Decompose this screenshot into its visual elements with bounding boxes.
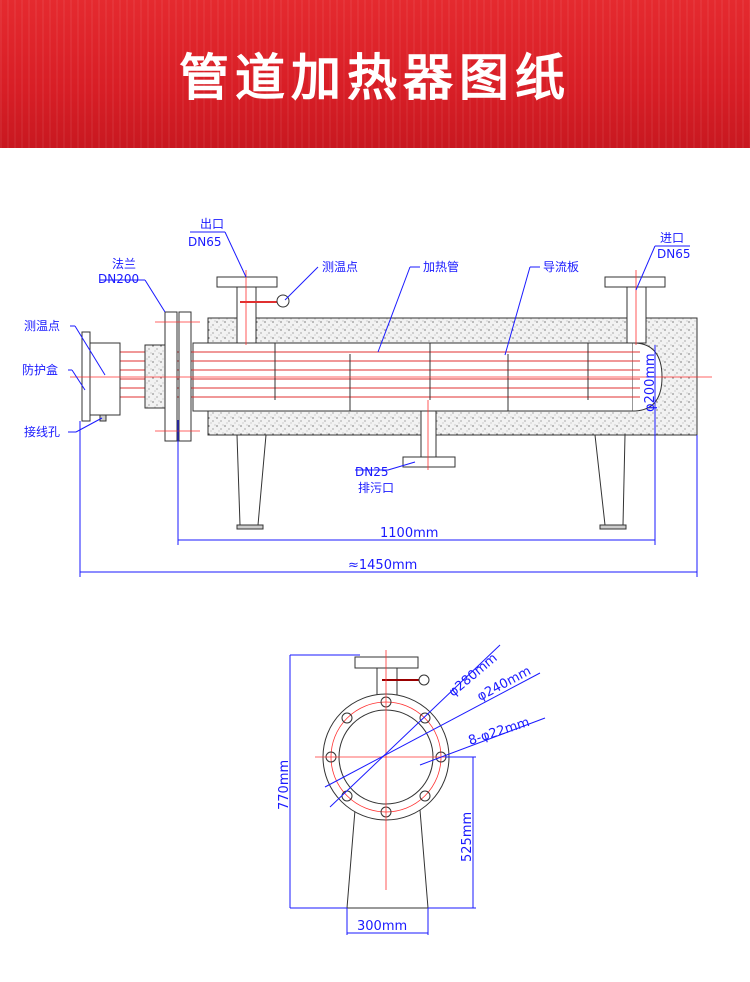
protection-box — [89, 342, 121, 416]
baffles — [274, 343, 589, 411]
end-leg — [346, 809, 429, 909]
flange-size: DN200 — [98, 272, 139, 286]
heater-block — [144, 344, 166, 409]
inlet-size: DN65 — [657, 247, 691, 261]
outlet-name: 出口 — [200, 217, 224, 231]
heating-tube-label: 加热管 — [423, 259, 459, 274]
leg-right — [594, 434, 626, 526]
outlet-size: DN65 — [188, 235, 222, 249]
baffle-label: 导流板 — [543, 260, 579, 274]
temp-point — [276, 294, 290, 308]
base-width-dim: 300mm — [357, 919, 407, 934]
outlet-pipe — [236, 282, 257, 344]
height-center-dim: 525mm — [460, 812, 475, 862]
length-inner-dim: 1100mm — [380, 526, 438, 541]
protection-box-label: 防护盒 — [22, 362, 58, 377]
drain-pipe — [420, 410, 437, 460]
leg-left — [236, 434, 267, 526]
length-total-dim: ≈1450mm — [348, 558, 417, 573]
heating-tubes — [120, 351, 640, 398]
end-view — [315, 650, 455, 909]
side-view — [70, 270, 712, 530]
bolt-holes-dim: 8-φ22mm — [467, 715, 532, 749]
end-top-flange — [354, 656, 419, 669]
inlet-pipe — [626, 282, 647, 344]
drain-size: DN25 — [355, 465, 389, 479]
page-title: 管道加热器图纸 — [179, 48, 571, 107]
height-total-dim: 770mm — [277, 760, 292, 810]
diameter-dim: φ200mm — [643, 353, 658, 412]
temp-point-left-label: 测温点 — [24, 319, 60, 333]
inlet-name: 进口 — [660, 231, 684, 245]
flange — [164, 311, 178, 442]
wiring-hole-label: 接线孔 — [24, 424, 60, 439]
header-banner — [0, 0, 750, 148]
drain-name: 排污口 — [358, 481, 394, 495]
temp-point-top-label: 测温点 — [322, 260, 358, 274]
flange-name: 法兰 — [112, 257, 136, 271]
